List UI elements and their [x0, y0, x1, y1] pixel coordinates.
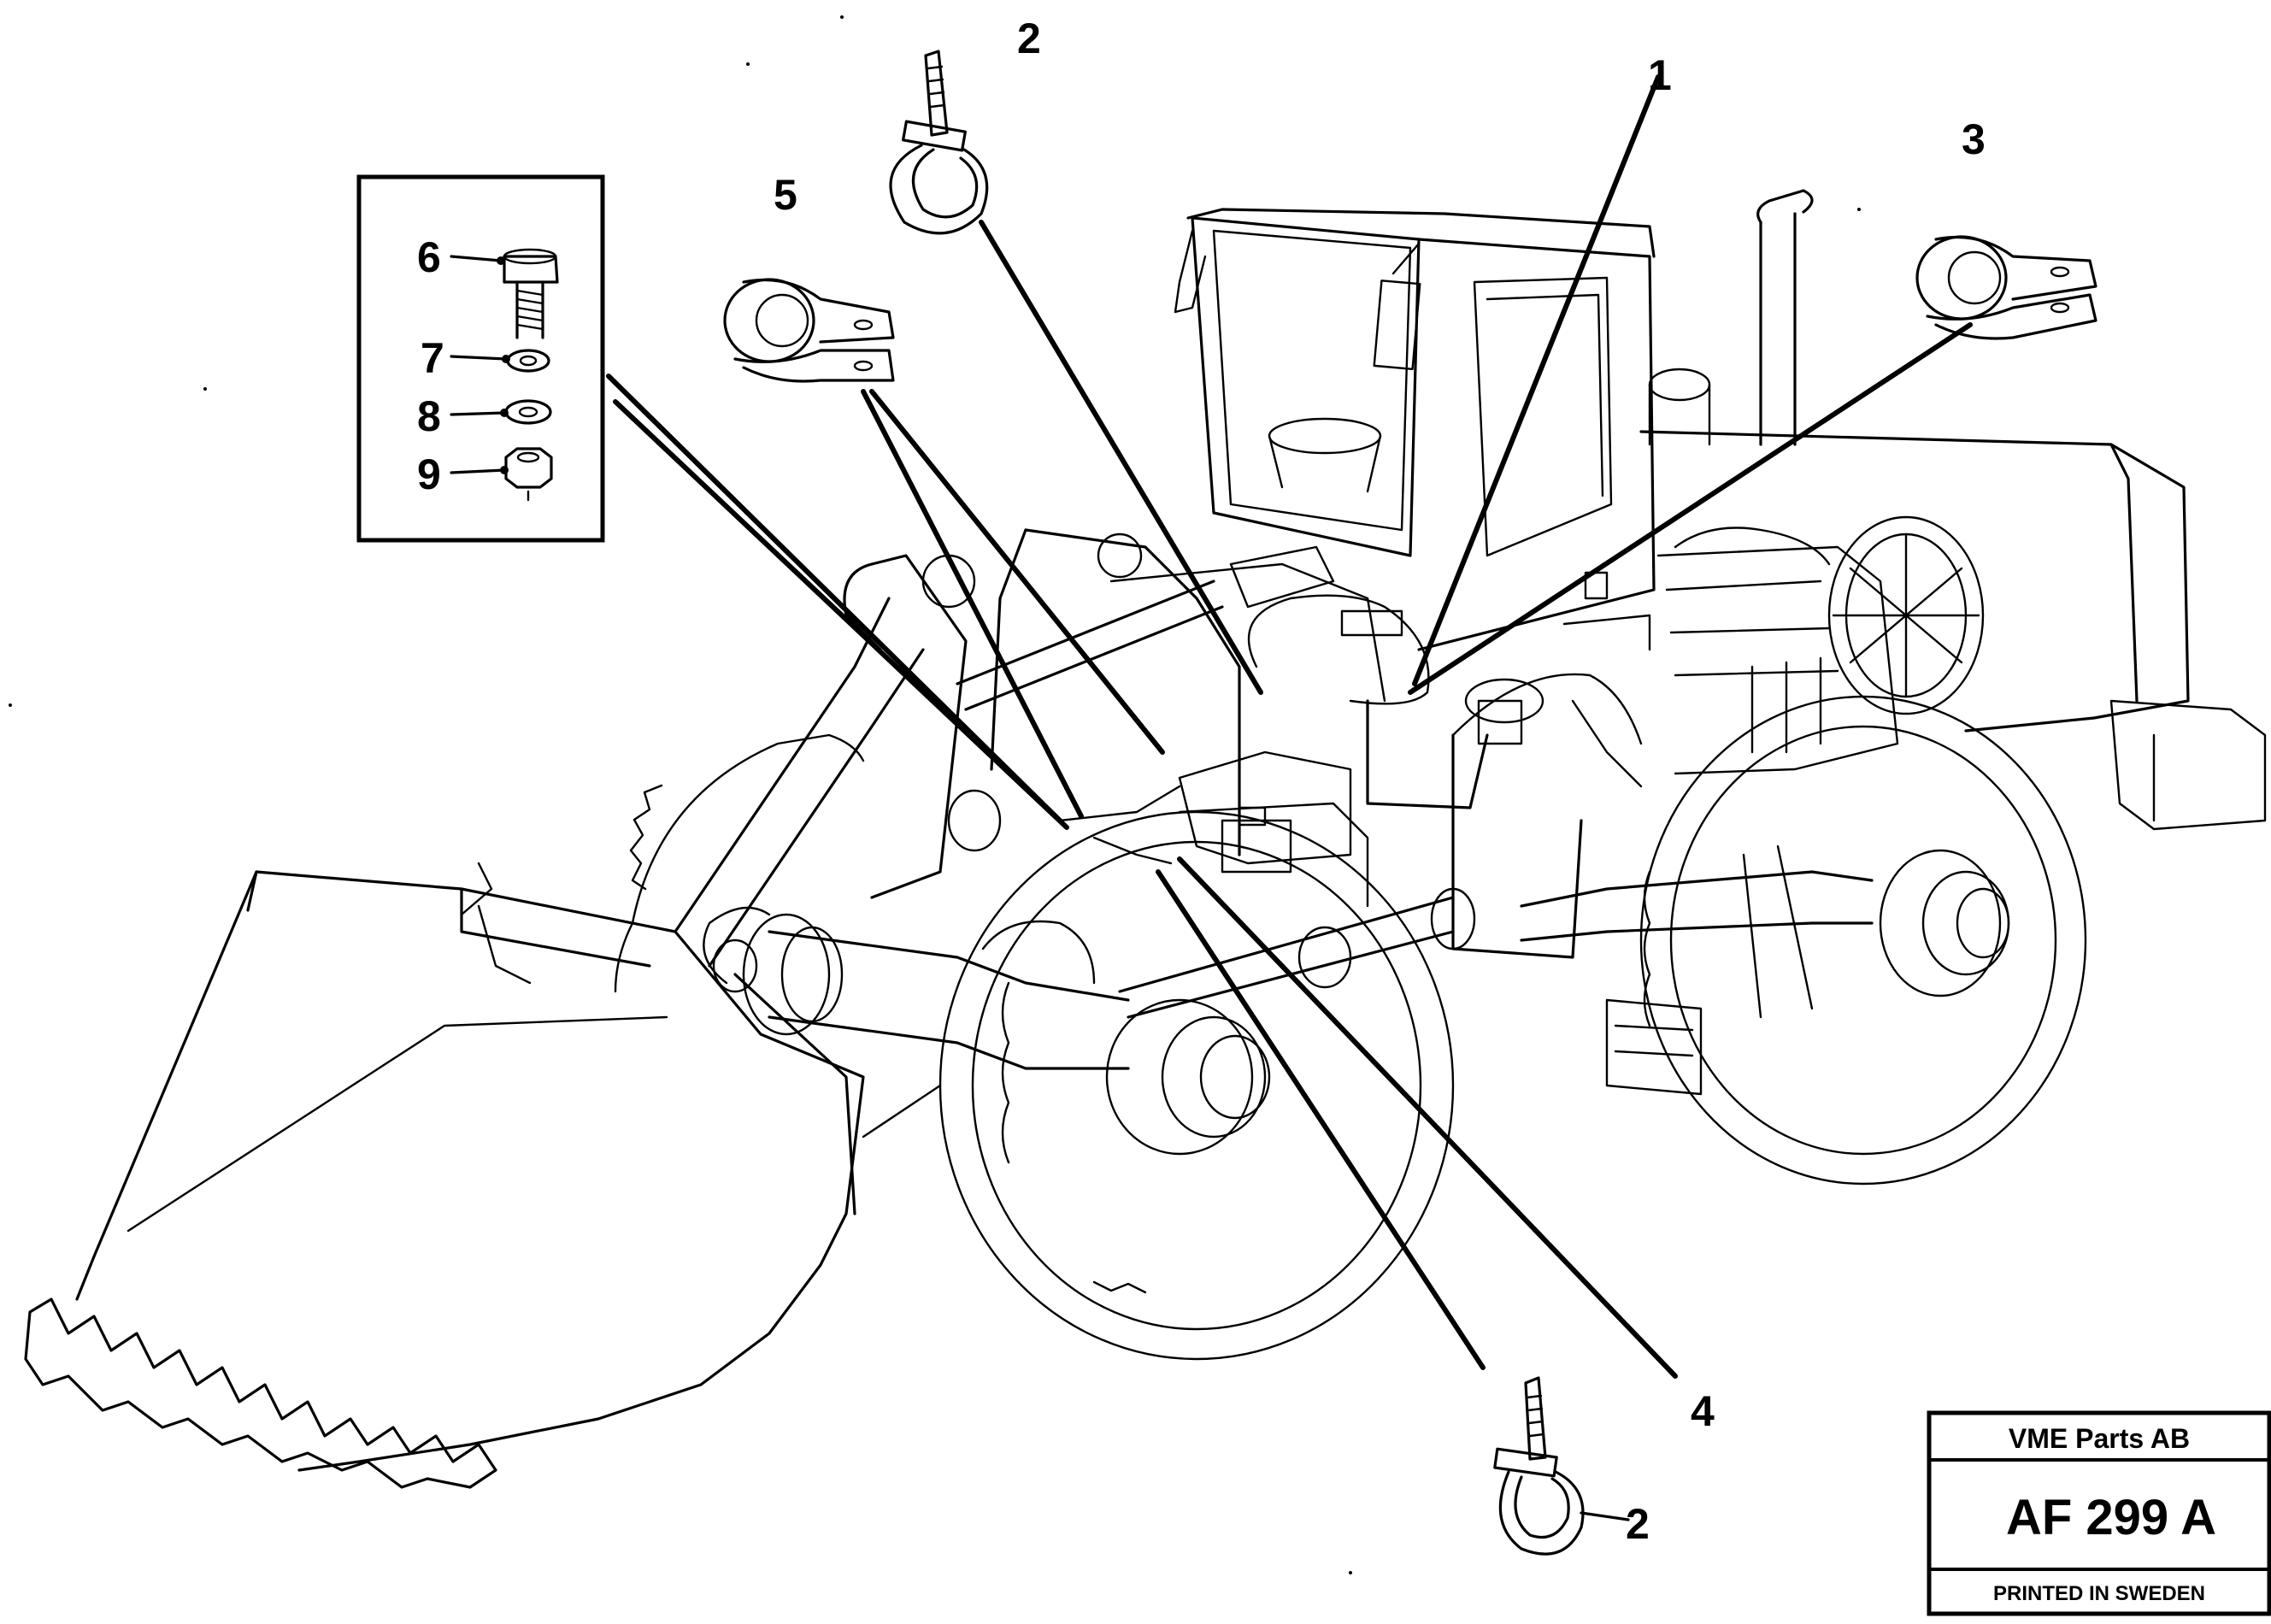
washer-8 [504, 399, 552, 425]
callout-labels: 1 2 2 3 4 5 6 7 8 9 [417, 15, 1986, 1548]
inset-frame [356, 174, 605, 543]
wheel-loader-illustration [24, 189, 2267, 1489]
fastener-inset [356, 174, 605, 543]
clamp-3 [1915, 235, 2097, 340]
bucket [24, 862, 942, 1489]
callout-2-top: 2 [1017, 15, 1041, 62]
cable-tie-bottom [1493, 1376, 1585, 1556]
callout-2-bottom: 2 [1626, 1500, 1650, 1548]
rear-wheel [1639, 695, 2087, 1186]
cable-tie-top [889, 50, 989, 235]
left-tire [614, 733, 865, 993]
callout-7: 7 [421, 334, 444, 382]
callout-5: 5 [774, 171, 797, 219]
cab [1174, 208, 1656, 809]
rear-axle [1520, 844, 2010, 1096]
nut-9 [504, 447, 553, 502]
callout-4: 4 [1691, 1387, 1715, 1435]
stamp-printed: PRINTED IN SWEDEN [1993, 1582, 2205, 1605]
callout-9: 9 [417, 450, 441, 498]
washer-7 [506, 349, 550, 373]
engine [1656, 527, 1899, 775]
transmission [1451, 673, 1643, 959]
stamp-company: VME Parts AB [2009, 1423, 2190, 1454]
leader-lines [606, 74, 1973, 1521]
stamp-code: AF 299 A [2006, 1490, 2216, 1545]
callout-6: 6 [417, 233, 441, 281]
parts-stamp: VME Parts AB AF 299 A PRINTED IN SWEDEN [1927, 1410, 2271, 1616]
rear-body [1639, 189, 2267, 831]
clamp-5 [723, 278, 895, 383]
callout-8: 8 [417, 392, 441, 440]
front-wheel [938, 810, 1455, 1361]
front-frame [843, 528, 1386, 908]
callout-3: 3 [1962, 115, 1986, 163]
specks [9, 15, 1861, 1574]
callout-1: 1 [1648, 51, 1672, 99]
front-axle [742, 913, 1271, 1156]
cable-harness [1058, 594, 1430, 865]
bolt-6 [503, 248, 559, 339]
